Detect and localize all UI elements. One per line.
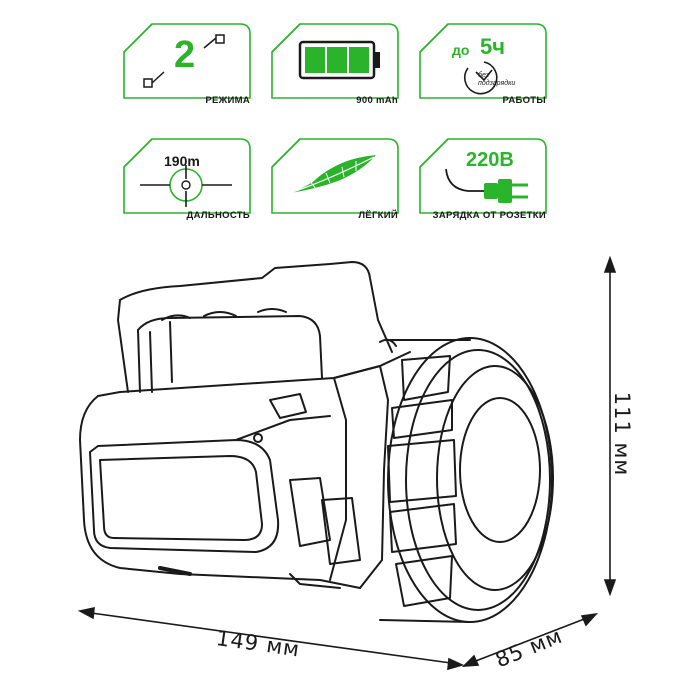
charging-voltage: 220В [466,149,514,171]
mode-switch-icon [143,34,225,88]
width-dimension-line [83,611,459,665]
weight-label: ЛЁГКИЙ [358,210,398,221]
card-frame [271,138,399,214]
card-frame [123,138,251,214]
card-frame [419,23,547,99]
feature-range: 190m ДАЛЬНОСТЬ [122,137,252,227]
battery-capacity: 900 mAh [356,95,398,106]
dimension-height-label: 111 мм [610,391,634,477]
runtime-sub2: подзарядки [478,80,516,87]
range-label: ДАЛЬНОСТЬ [186,210,250,221]
crosshair-icon [140,165,232,207]
feature-charging: 220В ЗАРЯДКА ОТ РОЗЕТКИ [418,137,548,227]
depth-dimension-line [467,615,593,665]
charging-label: ЗАРЯДКА ОТ РОЗЕТКИ [432,210,546,221]
range-value: 190m [164,153,200,169]
battery-icon [298,40,380,80]
runtime-value: 5ч [480,34,506,59]
feature-modes: 2 РЕЖИМА [122,22,252,112]
feather-icon [289,155,376,194]
modes-count: 2 [174,34,196,76]
clock-icon [463,61,498,95]
runtime-prefix: до [452,42,470,58]
feature-weight: ЛЁГКИЙ [270,137,400,227]
plug-icon [445,168,528,203]
feature-battery: 900 mAh [270,22,400,112]
card-frame [419,138,547,214]
card-frame [271,23,399,99]
feature-runtime: до 5ч без подзарядки РАБОТЫ [418,22,548,112]
card-frame [123,23,251,99]
runtime-label: РАБОТЫ [502,95,546,106]
runtime-sub1: без [478,72,490,79]
modes-label: РЕЖИМА [205,95,250,106]
